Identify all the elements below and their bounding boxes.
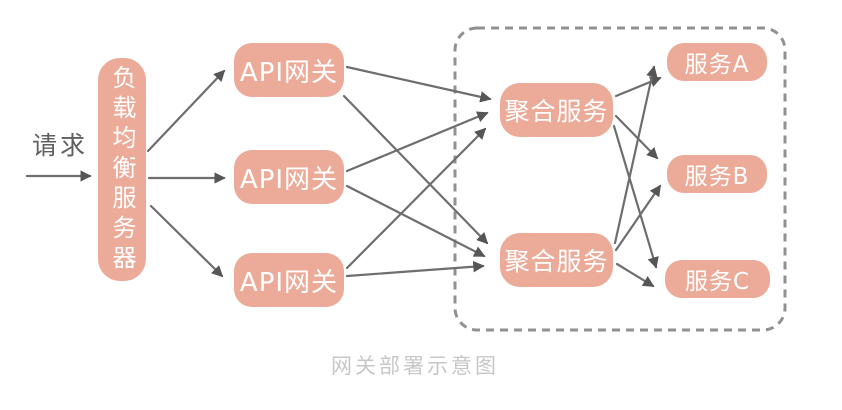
node-service-a: 服务A — [667, 43, 767, 81]
node-service-c: 服务C — [665, 260, 770, 298]
edge-gateway-1-to-aggregator-2 — [342, 94, 489, 245]
edge-gateway-2-to-aggregator-2 — [345, 184, 486, 258]
node-api-gateway-3: API网关 — [234, 253, 344, 307]
node-load-balancer: 负载均衡服务器 — [98, 58, 146, 281]
node-aggregation-service-2: 聚合服务 — [500, 233, 613, 287]
node-aggregation-service-1: 聚合服务 — [500, 83, 613, 137]
edge-aggregator-2-to-service-b — [614, 184, 662, 252]
edge-gateway-3-to-aggregator-2 — [345, 261, 485, 278]
edge-gateway-1-to-aggregator-1 — [345, 65, 492, 103]
request-label: 请求 — [32, 131, 89, 160]
diagram-caption: 网关部署示意图 — [331, 354, 499, 378]
edge-gateway-2-to-aggregator-1 — [345, 111, 489, 173]
node-api-gateway-1: API网关 — [234, 43, 344, 97]
edge-lb-to-gateway-3 — [149, 204, 224, 278]
edge-aggregator-2-to-service-c — [615, 262, 655, 288]
edge-lb-to-gateway-1 — [146, 69, 226, 153]
edge-aggregator-1-to-service-c — [612, 124, 659, 269]
node-service-b: 服务B — [667, 155, 767, 193]
edge-aggregator-2-to-service-a — [613, 65, 658, 245]
edge-aggregator-1-to-service-b — [614, 114, 659, 160]
cluster-dashed-border — [453, 26, 787, 332]
edge-gateway-3-to-aggregator-1 — [345, 127, 487, 270]
node-api-gateway-2: API网关 — [234, 150, 344, 204]
edge-aggregator-1-to-service-a — [614, 76, 662, 98]
